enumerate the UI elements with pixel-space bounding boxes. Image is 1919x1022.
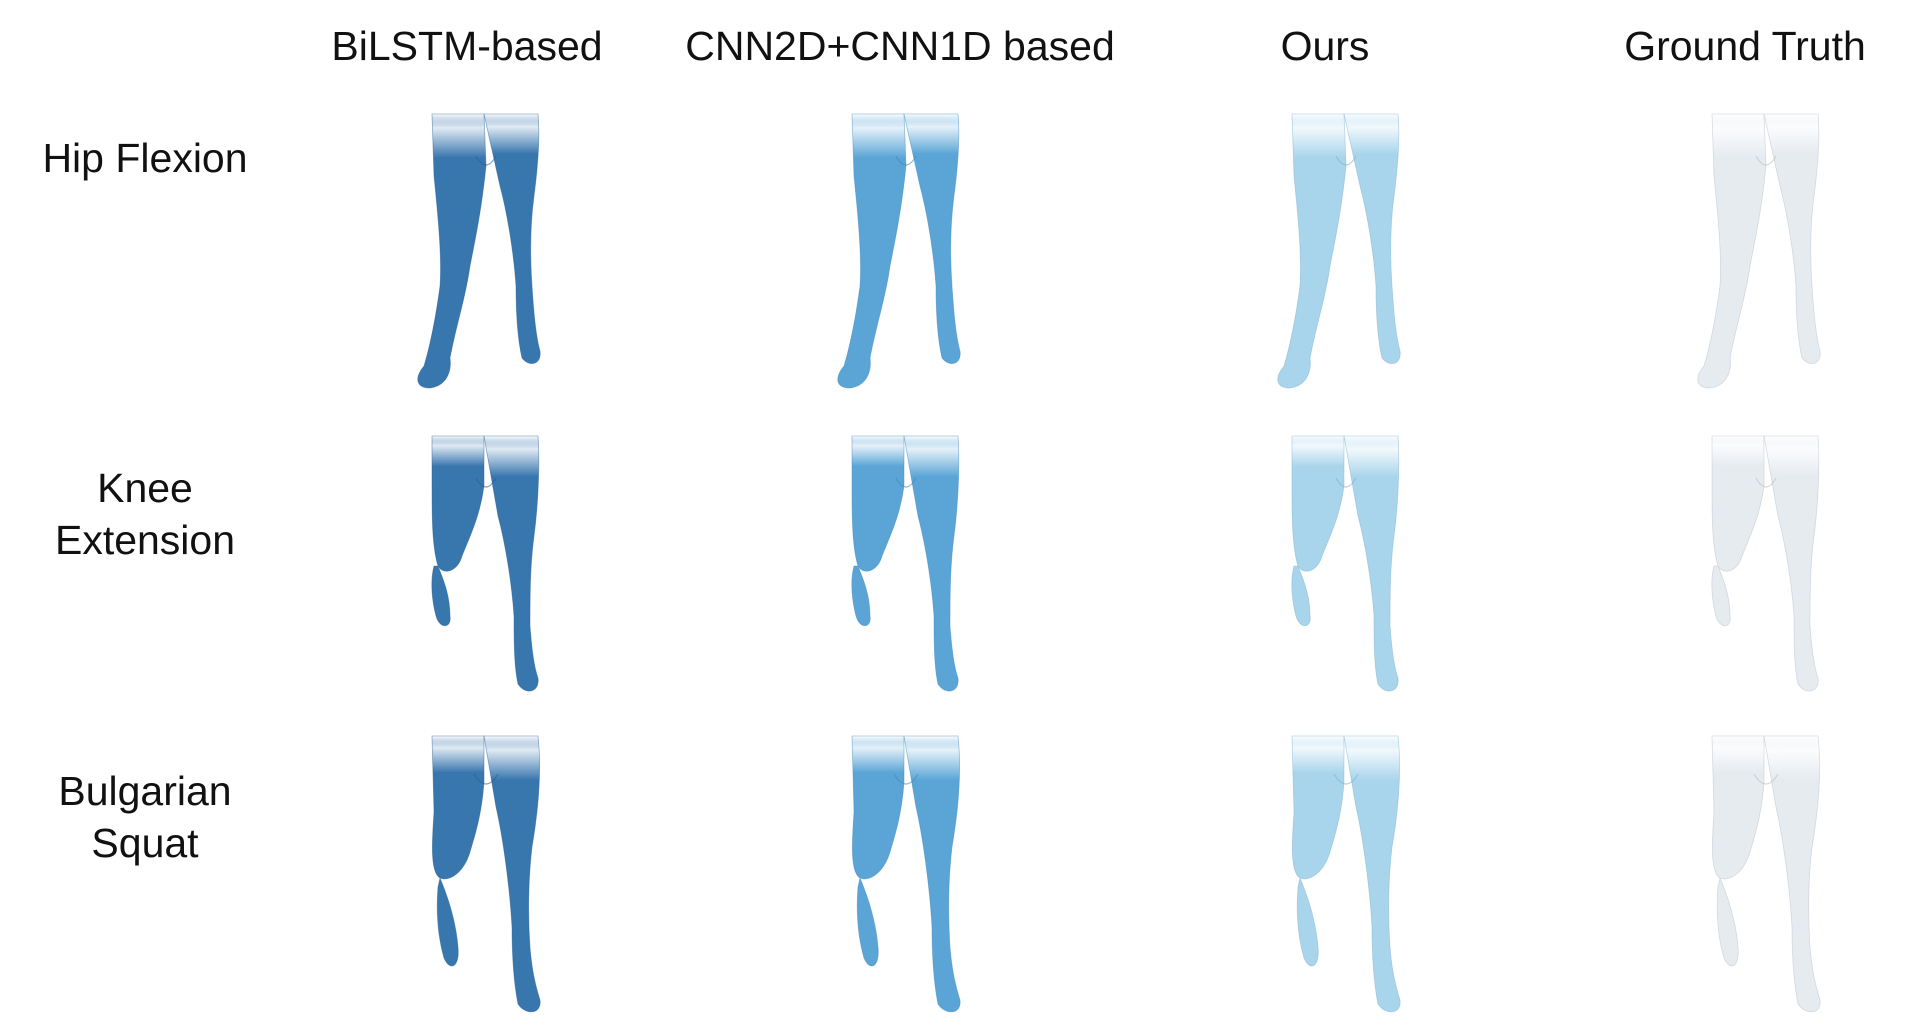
left-leg <box>1291 735 1345 967</box>
row-label-line: Extension <box>54 517 236 563</box>
right-leg <box>483 113 541 365</box>
leg-render-svg <box>1291 735 1401 1013</box>
leg-render-cnn-bulgarian-squat <box>775 722 1035 1022</box>
leg-render-ours-bulgarian-squat <box>1215 722 1475 1022</box>
left-leg <box>417 113 487 389</box>
right-leg <box>1763 735 1821 1013</box>
left-leg <box>1697 113 1767 389</box>
left-leg <box>431 735 485 967</box>
right-leg <box>1343 435 1400 692</box>
right-leg <box>903 435 960 692</box>
row-label-line: Knee <box>97 465 193 511</box>
leg-render-svg <box>417 113 541 389</box>
row-label-line: Squat <box>91 820 199 866</box>
left-leg <box>1711 435 1765 627</box>
leg-render-cnn-hip-flexion <box>775 96 1035 396</box>
crotch-line <box>1755 155 1777 166</box>
right-leg <box>483 435 540 692</box>
leg-render-bilstm-bulgarian-squat <box>355 722 615 1022</box>
leg-render-svg <box>1711 435 1820 692</box>
leg-render-svg <box>1277 113 1401 389</box>
leg-render-svg <box>431 735 541 1013</box>
leg-render-bilstm-knee-extension <box>355 416 615 716</box>
crotch-line <box>1753 773 1779 785</box>
crotch-line <box>895 155 917 166</box>
right-leg <box>1343 113 1401 365</box>
leg-render-ours-hip-flexion <box>1215 96 1475 396</box>
right-leg <box>1763 435 1820 692</box>
left-leg <box>431 435 485 627</box>
crotch-line <box>1755 477 1777 488</box>
crotch-line <box>1333 773 1359 785</box>
left-leg <box>837 113 907 389</box>
right-leg <box>1343 735 1401 1013</box>
leg-render-bilstm-hip-flexion <box>355 96 615 396</box>
column-header-ours: Ours <box>1280 23 1370 69</box>
leg-render-svg <box>1291 435 1400 692</box>
left-leg <box>1277 113 1347 389</box>
row-label-line: Hip Flexion <box>42 135 248 181</box>
crotch-line <box>1335 155 1357 166</box>
row-label-hip-flexion: Hip Flexion <box>0 132 290 184</box>
row-label-knee-extension: Knee Extension <box>0 462 290 566</box>
left-leg <box>1711 735 1765 967</box>
column-header-cnn: CNN2D+CNN1D based <box>685 23 1115 69</box>
leg-render-gt-bulgarian-squat <box>1635 722 1895 1022</box>
row-label-bulgarian-squat: Bulgarian Squat <box>0 765 290 869</box>
leg-render-gt-knee-extension <box>1635 416 1895 716</box>
column-header-bilstm: BiLSTM-based <box>331 23 603 69</box>
comparison-figure: BiLSTM-based CNN2D+CNN1D based Ours Grou… <box>0 23 1895 1013</box>
crotch-line <box>893 773 919 785</box>
leg-render-ours-knee-extension <box>1215 416 1475 716</box>
crotch-line <box>475 155 497 166</box>
left-leg <box>1291 435 1345 627</box>
row-label-line: Bulgarian <box>58 768 232 814</box>
leg-render-svg <box>1697 113 1821 389</box>
crotch-line <box>475 477 497 488</box>
column-header-ground-truth: Ground Truth <box>1624 23 1866 69</box>
leg-render-svg <box>851 735 961 1013</box>
leg-render-svg <box>1711 735 1821 1013</box>
leg-render-svg <box>851 435 960 692</box>
right-leg <box>903 735 961 1013</box>
crotch-line <box>1335 477 1357 488</box>
left-leg <box>851 435 905 627</box>
leg-render-gt-hip-flexion <box>1635 96 1895 396</box>
leg-render-cnn-knee-extension <box>775 416 1035 716</box>
leg-render-svg <box>837 113 961 389</box>
right-leg <box>903 113 961 365</box>
crotch-line <box>895 477 917 488</box>
right-leg <box>1763 113 1821 365</box>
crotch-line <box>473 773 499 785</box>
left-leg <box>851 735 905 967</box>
leg-render-svg <box>431 435 540 692</box>
right-leg <box>483 735 541 1013</box>
